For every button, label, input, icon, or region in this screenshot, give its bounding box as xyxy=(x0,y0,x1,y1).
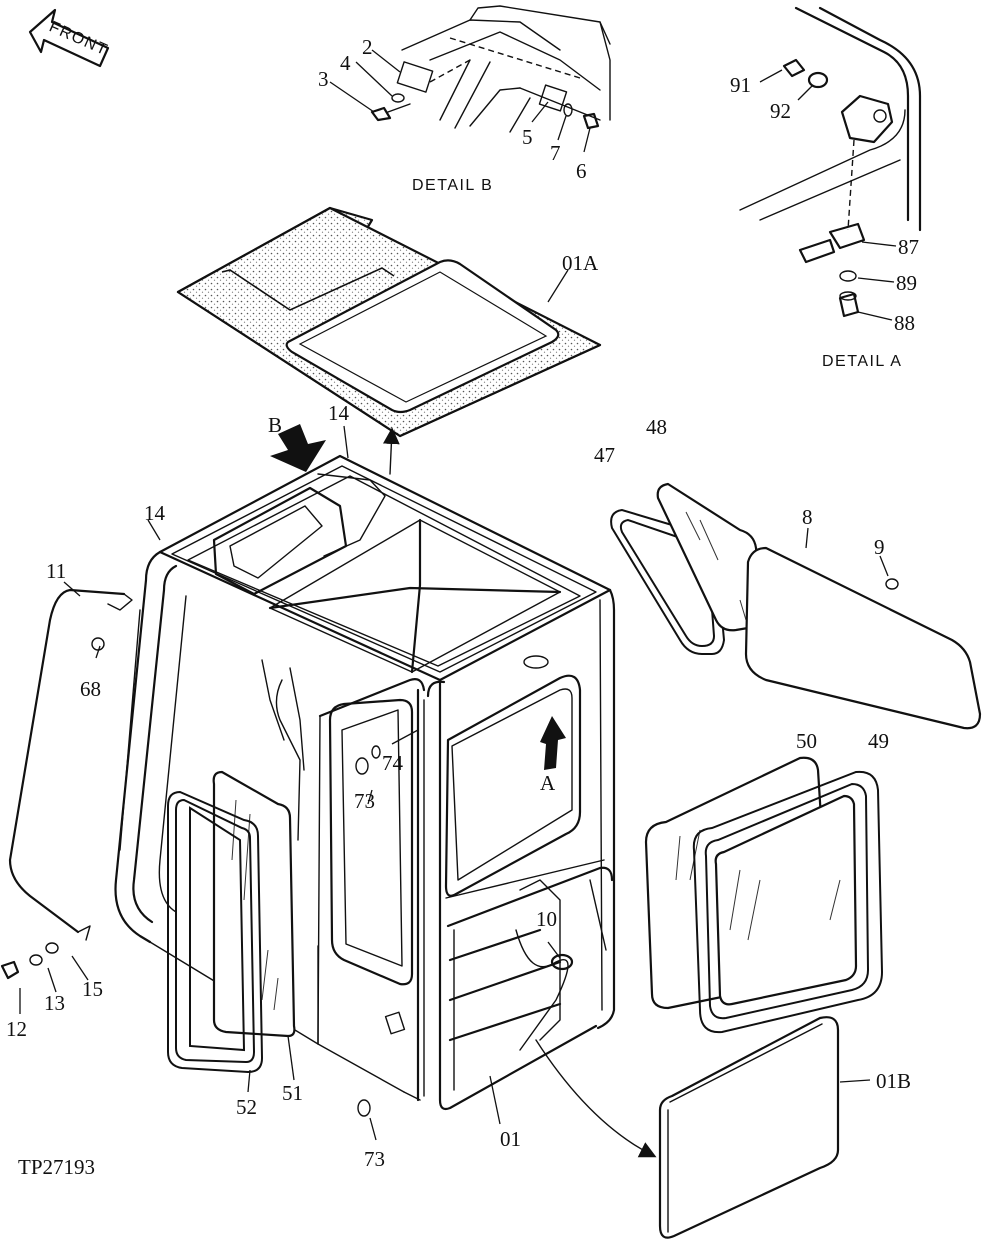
callout: 50 xyxy=(796,729,817,753)
detail-a: DETAIL A xyxy=(739,6,922,370)
callout: 91 xyxy=(730,73,751,97)
detail-b: DETAIL B xyxy=(329,5,611,194)
callout: 5 xyxy=(522,125,533,149)
callout: 14 xyxy=(144,501,166,525)
callout: 47 xyxy=(594,443,615,467)
callout: 13 xyxy=(44,991,65,1015)
callout: 73 xyxy=(354,789,375,813)
side-seal-49 xyxy=(692,770,884,1034)
callout: 48 xyxy=(646,415,667,439)
callout: 7 xyxy=(550,141,561,165)
detail-a-caption: DETAIL A xyxy=(822,353,902,370)
detail-b-caption: DETAIL B xyxy=(412,177,493,194)
callout: 9 xyxy=(874,535,885,559)
callout: 87 xyxy=(898,235,919,259)
front-label: FRONT xyxy=(46,18,110,59)
panel-01b xyxy=(658,1016,871,1239)
callout: 12 xyxy=(6,1017,27,1041)
callout: 11 xyxy=(46,559,66,583)
roof-liner-panel xyxy=(176,206,602,438)
door-glass-51 xyxy=(212,770,296,1038)
callout: 01B xyxy=(876,1069,911,1093)
view-marker-b: B xyxy=(268,413,282,437)
callout-labels: 2 3 4 5 7 6 91 92 87 89 88 01A 14 14 47 … xyxy=(6,35,919,1171)
callout: 10 xyxy=(536,907,557,931)
drawing-number: TP27193 xyxy=(18,1155,95,1179)
callout: 4 xyxy=(340,51,351,75)
callout: 8 xyxy=(802,505,813,529)
callout: 01 xyxy=(500,1127,521,1151)
callout: 89 xyxy=(896,271,917,295)
cab-frame xyxy=(0,424,657,1158)
callout: 88 xyxy=(894,311,915,335)
callout: 3 xyxy=(318,67,329,91)
callout: 73 xyxy=(364,1147,385,1171)
side-glass-8 xyxy=(744,527,982,730)
callout: 51 xyxy=(282,1081,303,1105)
callout: 01A xyxy=(562,251,599,275)
callout: 15 xyxy=(82,977,103,1001)
front-arrow-icon: FRONT xyxy=(28,8,111,68)
callout: 52 xyxy=(236,1095,257,1119)
callout: 2 xyxy=(362,35,373,59)
callout: 49 xyxy=(868,729,889,753)
callout: 6 xyxy=(576,159,587,183)
callout: 92 xyxy=(770,99,791,123)
callout: 74 xyxy=(382,751,404,775)
view-marker-a: A xyxy=(540,771,556,795)
callout: 14 xyxy=(328,401,350,425)
door-seal-52 xyxy=(167,790,264,1074)
callout: 68 xyxy=(80,677,101,701)
